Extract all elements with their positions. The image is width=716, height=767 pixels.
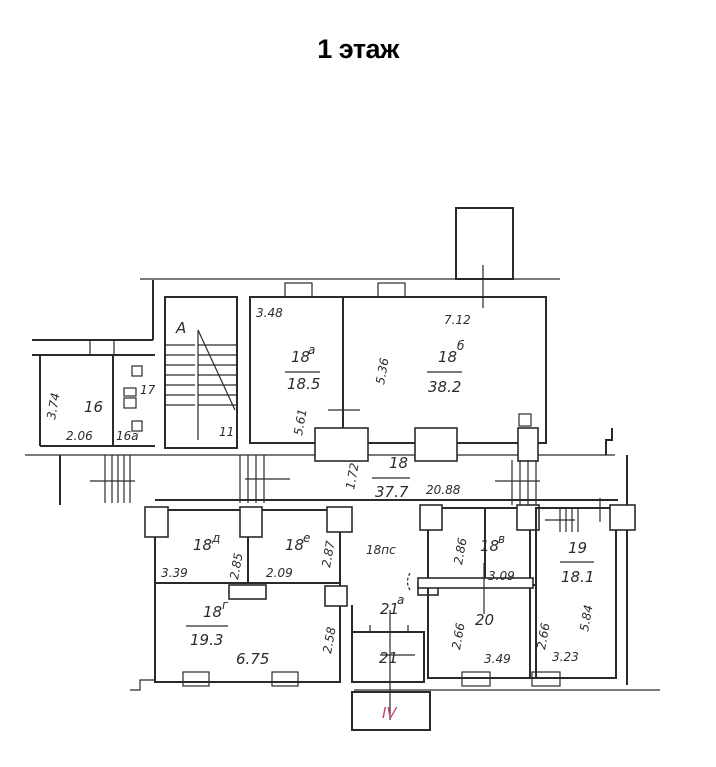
entrance-stair-left xyxy=(90,455,135,503)
room-18-area: 37.7 xyxy=(375,483,409,501)
room-18b-area: 38.2 xyxy=(428,378,461,396)
room-iv-label: IV xyxy=(382,704,398,722)
room-18g-area: 19.3 xyxy=(190,631,223,649)
room-18d-dim-width: 3.39 xyxy=(161,566,188,580)
room-18d-dim-height: 2.85 xyxy=(227,552,245,581)
room-18v-dim-height: 3.09 xyxy=(488,569,515,583)
room-18-number: 18 xyxy=(389,454,408,472)
room-18a-area: 18.5 xyxy=(287,375,320,393)
room-16-label: 16 xyxy=(84,398,103,416)
room-18a-number: 18 xyxy=(291,348,310,366)
room-18e-dim-height: 2.87 xyxy=(319,539,337,568)
room-18a-superscript: a xyxy=(308,343,315,357)
stair-a-label: А xyxy=(175,319,186,337)
room-16-dim-width: 2.06 xyxy=(66,429,93,443)
page-title: 1 этаж xyxy=(317,34,399,64)
room-18-dim-width: 20.88 xyxy=(426,483,461,497)
room-21a-superscript: a xyxy=(397,593,404,607)
room-18g-number: 18 xyxy=(203,603,222,621)
entrance-stair-right xyxy=(495,460,540,505)
room-18a-dim-width: 3.48 xyxy=(256,306,283,320)
room-20-dim-width: 3.49 xyxy=(484,652,511,666)
room-21a-number: 21 xyxy=(380,600,399,618)
room-21-label: 21 xyxy=(379,649,398,667)
room-18ps-label: 18пс xyxy=(366,543,396,557)
room-18v-dim-width: 2.86 xyxy=(451,536,469,565)
entrance-stair-middle xyxy=(239,455,290,503)
room-18-dim-height: 1.72 xyxy=(343,462,361,491)
room-19-area: 18.1 xyxy=(561,568,594,586)
room-18v-superscript: в xyxy=(498,532,505,546)
room-18g-dim-width: 6.75 xyxy=(236,650,269,668)
room-18g-dim-height: 2.58 xyxy=(320,625,338,654)
room-11-label: 11 xyxy=(219,425,234,439)
room-18b-dim-height: 5.36 xyxy=(373,356,391,385)
room-20-dim-height: 2.66 xyxy=(449,621,467,650)
room-18v-number: 18 xyxy=(480,537,499,555)
room-18d-number: 18 xyxy=(193,536,212,554)
room-17-label: 17 xyxy=(140,383,156,397)
stair-treads xyxy=(165,329,237,440)
building-walls xyxy=(25,207,660,731)
room-18b-superscript: б xyxy=(457,339,465,353)
room-18e-dim-width: 2.09 xyxy=(266,566,293,580)
room-19-number: 19 xyxy=(568,539,587,557)
room-18d-superscript: д xyxy=(211,531,220,545)
room-labels: 16 3.74 2.06 16a 17 А 11 3.48 18 a 18.5 … xyxy=(44,306,595,722)
room-18b-dim-width: 7.12 xyxy=(444,313,471,327)
room-18g-superscript: г xyxy=(222,598,229,612)
room-19-dim-depth: 2.66 xyxy=(534,621,552,650)
stair-19 xyxy=(545,498,601,532)
room-19-dim-width: 3.23 xyxy=(552,650,579,664)
room-18e-superscript: е xyxy=(303,531,310,545)
room-19-dim-height: 5.84 xyxy=(577,604,595,633)
room-18b-number: 18 xyxy=(438,348,457,366)
room-18e-number: 18 xyxy=(285,536,304,554)
room-16a-label: 16a xyxy=(116,429,139,443)
room-18a-dim-height: 5.61 xyxy=(291,408,309,437)
room-16-dim-height: 3.74 xyxy=(44,392,62,421)
room-20-label: 20 xyxy=(475,611,494,629)
